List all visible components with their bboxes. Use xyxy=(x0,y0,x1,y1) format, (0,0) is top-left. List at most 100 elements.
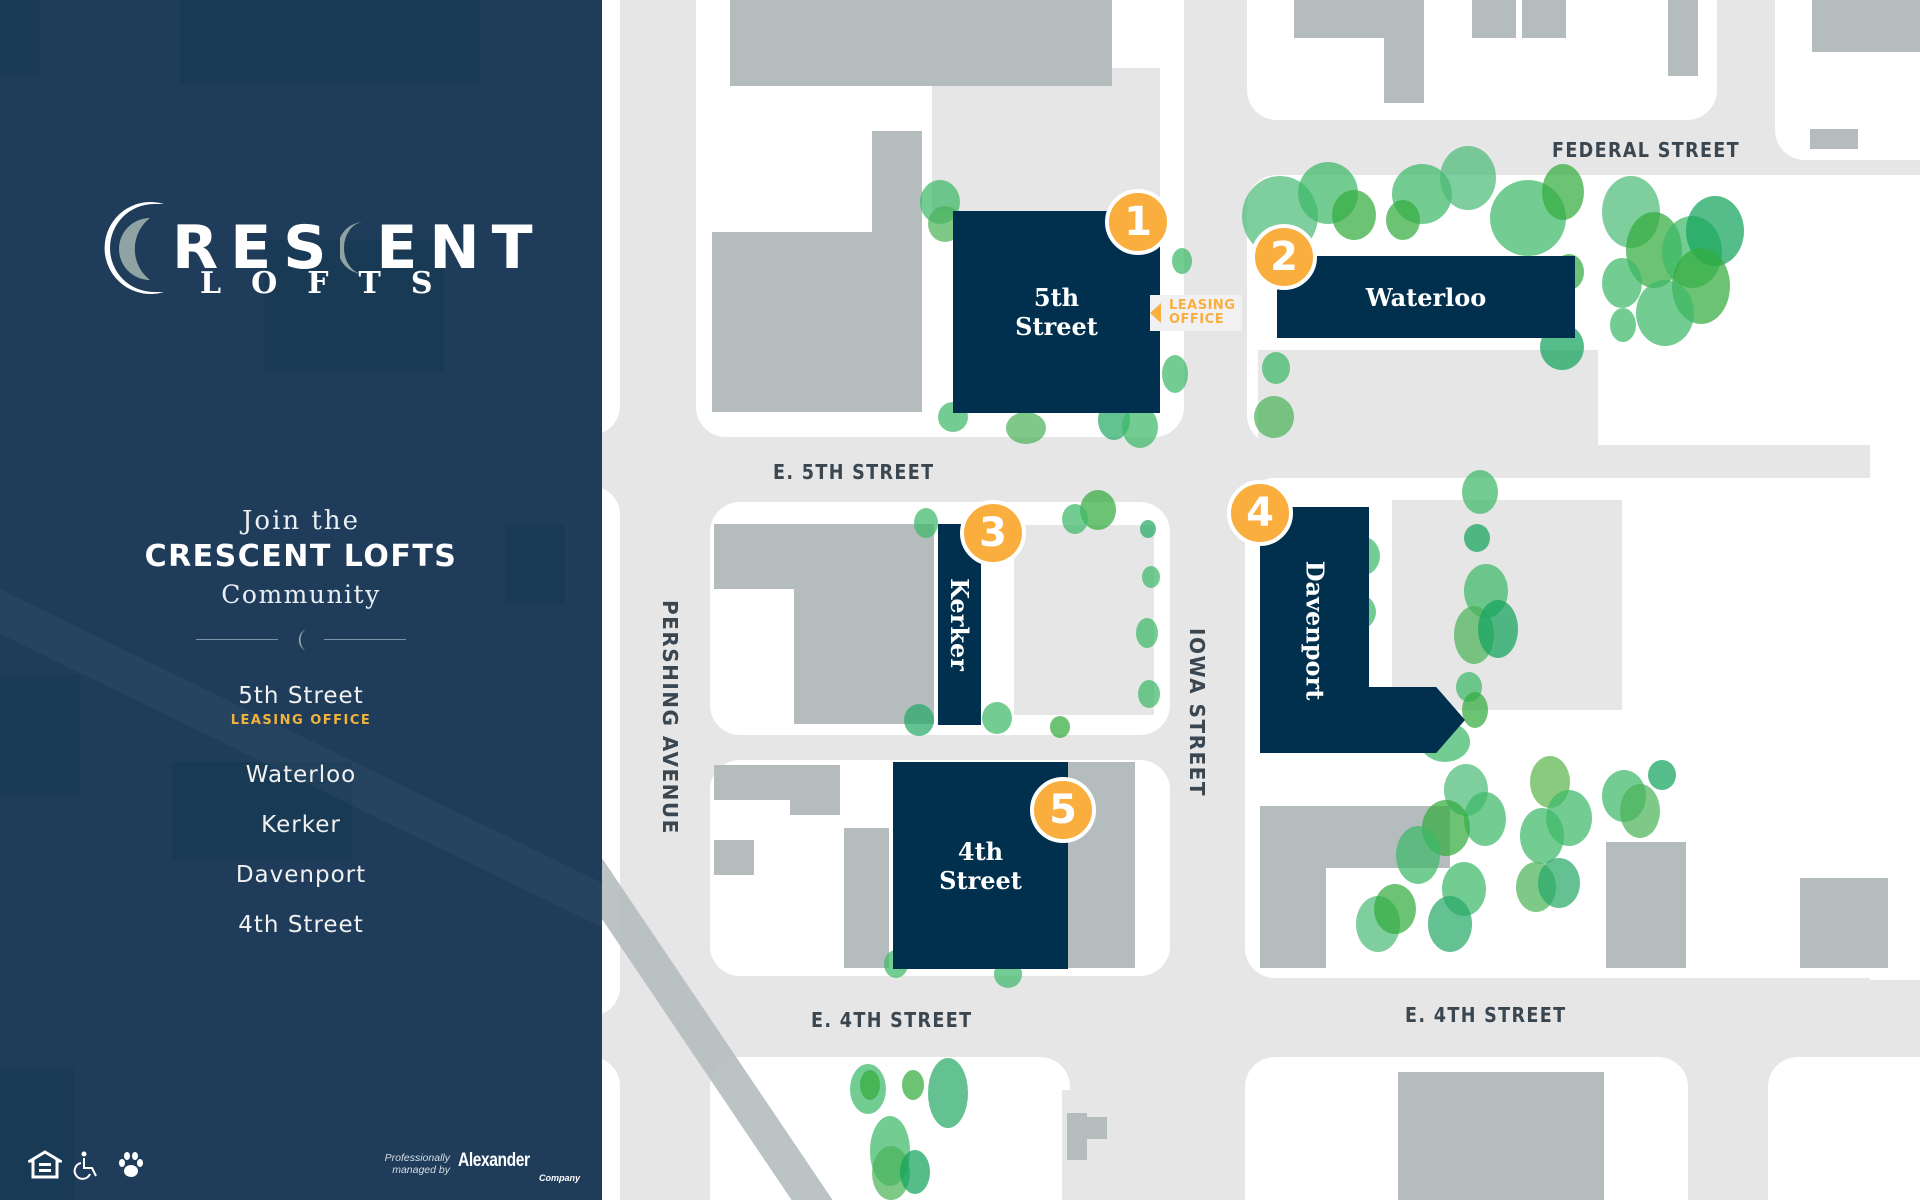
tree xyxy=(1332,190,1376,240)
tree xyxy=(1050,716,1070,738)
tree xyxy=(1122,406,1158,448)
tree xyxy=(1542,164,1584,220)
neighbor-building xyxy=(1668,0,1698,76)
neighbor-building xyxy=(712,232,922,412)
street-label-iowa: IOWA STREET xyxy=(1185,628,1209,797)
menu-item-label: 5th Street xyxy=(238,683,364,709)
tree xyxy=(1620,784,1660,838)
managed-by-alexander-company[interactable]: Professionally managed by Alexander Comp… xyxy=(382,1150,582,1190)
menu-item-kerker[interactable]: Kerker xyxy=(0,812,602,862)
tree xyxy=(1374,884,1416,934)
menu-item-davenport[interactable]: Davenport xyxy=(0,862,602,912)
neighbor-building xyxy=(714,840,754,875)
divider xyxy=(196,628,406,652)
marker-3[interactable]: 3 xyxy=(960,500,1026,566)
street-label-e-4th-left: E. 4TH STREET xyxy=(811,1008,973,1032)
sidebar-bg-shape xyxy=(505,525,565,605)
neighbor-building xyxy=(872,131,922,241)
tree xyxy=(1386,200,1420,240)
tree xyxy=(1602,258,1642,308)
city-block xyxy=(602,1057,620,1200)
neighbor-building xyxy=(790,765,840,815)
menu-item-4th-street[interactable]: 4th Street xyxy=(0,912,602,962)
tree xyxy=(1520,808,1564,864)
tree xyxy=(1006,412,1046,444)
logo-moon-icon xyxy=(340,222,365,274)
logo-wordmark: RES ENT xyxy=(172,213,545,283)
logo-lofts: LOFTS xyxy=(200,266,463,301)
footer-icons xyxy=(24,1150,150,1180)
parking-lot xyxy=(1014,525,1154,715)
marker-5[interactable]: 5 xyxy=(1030,777,1096,843)
building-davenport[interactable]: Davenport xyxy=(1260,507,1369,753)
crescent-moon-icon xyxy=(298,629,306,651)
tree xyxy=(1462,692,1488,728)
marker-2[interactable]: 2 xyxy=(1251,224,1317,290)
neighbor-building xyxy=(1606,842,1686,968)
tree xyxy=(904,704,934,736)
neighbor-building xyxy=(844,828,889,968)
tree xyxy=(1262,352,1290,384)
equal-housing-icon xyxy=(24,1150,66,1180)
tree xyxy=(982,702,1012,734)
tree xyxy=(1462,470,1498,514)
neighbor-building xyxy=(1800,878,1888,968)
tree xyxy=(914,508,938,538)
tree xyxy=(1062,504,1088,534)
neighbor-building xyxy=(1067,1117,1107,1139)
parking-lot xyxy=(1258,350,1598,478)
tree xyxy=(1428,896,1472,952)
wheelchair-accessible-icon xyxy=(72,1150,106,1180)
tree xyxy=(1440,146,1496,210)
tree xyxy=(1478,600,1518,658)
menu-item-label: Davenport xyxy=(235,862,367,888)
menu-item-label: Waterloo xyxy=(245,762,357,788)
sidebar-bg-shape xyxy=(0,0,40,75)
parking-lot xyxy=(932,68,1160,212)
neighbor-building xyxy=(1810,129,1858,149)
neighbor-building xyxy=(1398,1072,1604,1200)
tree xyxy=(1136,618,1158,648)
marker-1[interactable]: 1 xyxy=(1105,189,1171,255)
sidebar-bg-shape xyxy=(264,240,444,373)
tree xyxy=(1140,520,1156,538)
tree xyxy=(900,1150,930,1194)
street-label-federal: FEDERAL STREET xyxy=(1552,138,1740,162)
street-label-e-4th-right: E. 4TH STREET xyxy=(1405,1003,1567,1027)
building-waterloo[interactable]: Waterloo xyxy=(1277,256,1575,338)
neighbor-building xyxy=(1384,0,1424,103)
tree xyxy=(1254,396,1294,438)
join-line-1: Join the xyxy=(242,506,360,536)
tree xyxy=(1648,760,1676,790)
menu-item-waterloo[interactable]: Waterloo xyxy=(0,762,602,812)
neighbor-building xyxy=(1812,0,1920,52)
alexander-company-sub: Company xyxy=(538,1173,580,1183)
logo-crescent-c-icon xyxy=(104,202,164,294)
tree xyxy=(1396,826,1440,884)
tree xyxy=(1538,858,1580,908)
sidebar-bg-shape xyxy=(180,0,480,84)
tree xyxy=(902,1070,924,1100)
tree xyxy=(1610,308,1636,342)
tree xyxy=(1464,524,1490,552)
city-block xyxy=(602,0,620,435)
sidebar-bg-shape xyxy=(0,675,80,795)
marker-4[interactable]: 4 xyxy=(1227,480,1293,546)
join-line-2: CRESCENT LOFTS xyxy=(144,539,458,574)
tree xyxy=(928,1058,968,1128)
join-line-3: Community xyxy=(221,580,381,609)
neighbor-building xyxy=(1294,0,1384,38)
alexander-logo: Alexander xyxy=(458,1150,530,1171)
neighbor-building xyxy=(794,524,934,724)
tree xyxy=(860,1070,880,1100)
leasing-office-sublabel: LEASING OFFICE xyxy=(230,713,372,728)
tree xyxy=(1138,680,1160,708)
pet-friendly-paw-icon xyxy=(116,1150,150,1180)
neighbor-building xyxy=(1522,0,1566,38)
crescent-lofts-logo: RES ENT LOFTS xyxy=(0,170,602,320)
street-label-e-5th: E. 5TH STREET xyxy=(773,460,935,484)
menu-item-5th-street[interactable]: 5th Street LEASING OFFICE xyxy=(0,683,602,762)
divider-line-left xyxy=(196,639,278,640)
